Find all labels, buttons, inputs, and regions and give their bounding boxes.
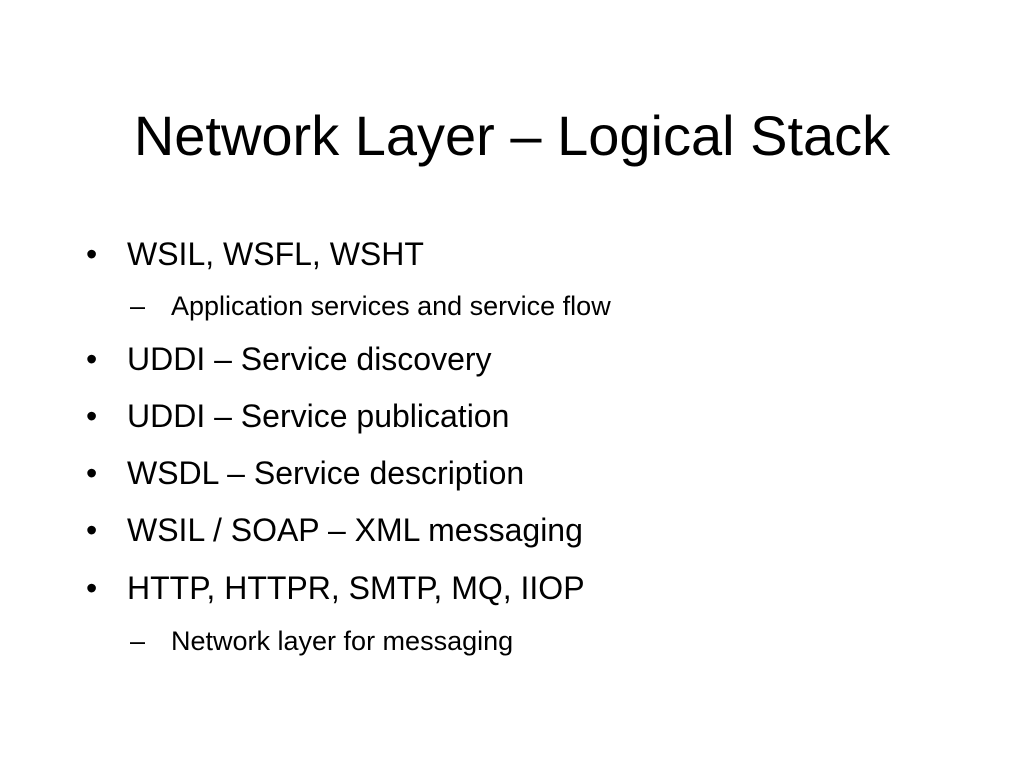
- bullet-item: • UDDI – Service publication: [86, 396, 509, 436]
- slide-title: Network Layer – Logical Stack: [133, 104, 891, 167]
- sub-bullet-text: Application services and service flow: [171, 291, 611, 321]
- bullet-item: • UDDI – Service discovery: [86, 339, 492, 379]
- bullet-text: WSIL, WSFL, WSHT: [127, 236, 424, 272]
- sub-bullet-item: –Application services and service flow: [130, 289, 611, 323]
- sub-bullet-marker: –: [130, 626, 146, 656]
- sub-bullet-marker: –: [130, 291, 146, 321]
- bullet-item: • WSDL – Service description: [86, 453, 524, 493]
- bullet-text: HTTP, HTTPR, SMTP, MQ, IIOP: [127, 570, 585, 606]
- bullet-marker: •: [86, 236, 98, 272]
- bullet-text: WSDL – Service description: [127, 455, 525, 491]
- bullet-item: • WSIL / SOAP – XML messaging: [86, 510, 583, 550]
- bullet-item: • HTTP, HTTPR, SMTP, MQ, IIOP: [86, 568, 585, 608]
- bullet-item: • WSIL, WSFL, WSHT: [86, 234, 424, 274]
- sub-bullet-text: Network layer for messaging: [171, 626, 514, 656]
- bullet-marker: •: [86, 455, 98, 491]
- bullet-marker: •: [86, 512, 98, 548]
- bullet-text: UDDI – Service publication: [127, 398, 510, 434]
- bullet-text: UDDI – Service discovery: [127, 341, 492, 377]
- bullet-marker: •: [86, 570, 98, 606]
- bullet-marker: •: [86, 341, 98, 377]
- sub-bullet-item: –Network layer for messaging: [130, 624, 513, 658]
- bullet-text: WSIL / SOAP – XML messaging: [127, 512, 583, 548]
- bullet-marker: •: [86, 398, 98, 434]
